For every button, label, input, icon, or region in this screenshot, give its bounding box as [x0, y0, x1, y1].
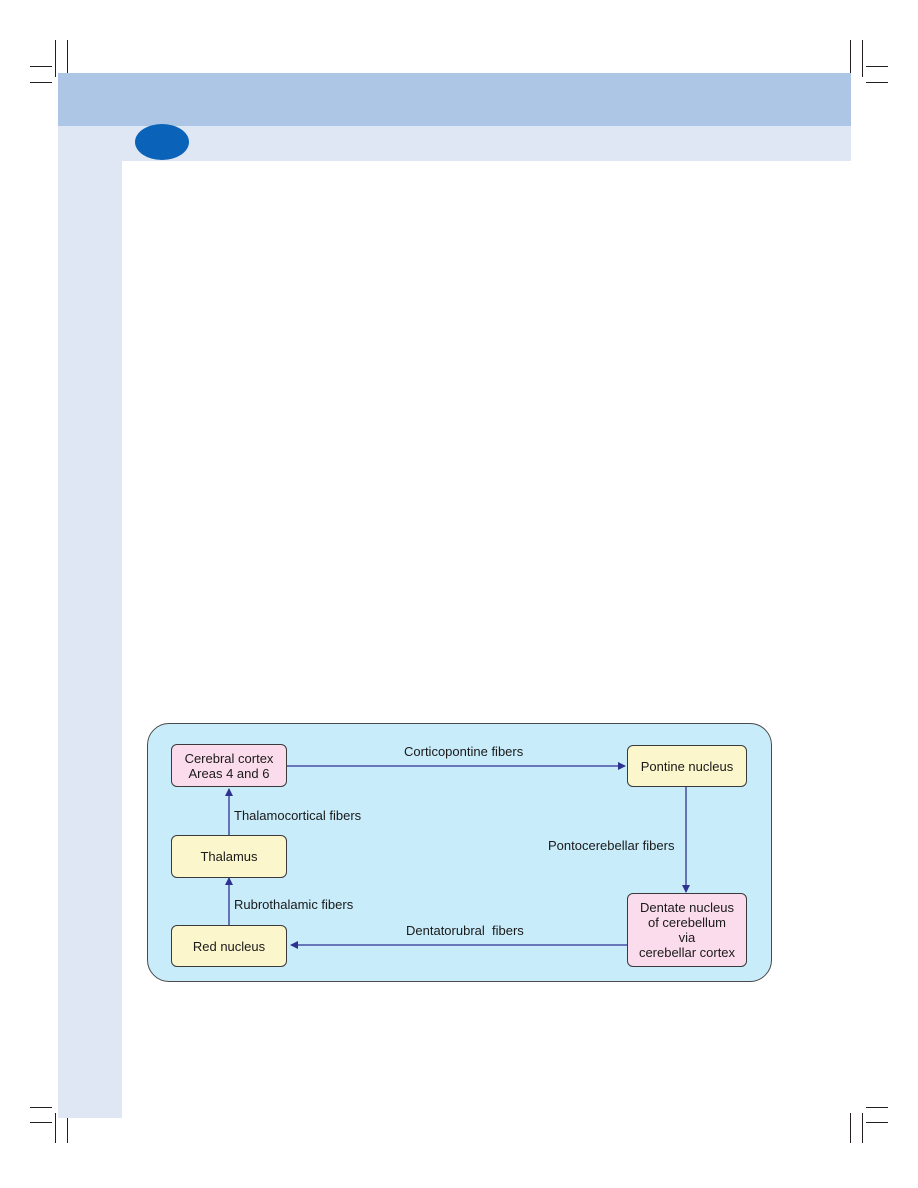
crop-mark	[850, 40, 851, 77]
crop-mark	[55, 1113, 56, 1143]
dentate-nucleus-line3: via	[678, 930, 696, 945]
subheader-band	[58, 126, 851, 161]
corticopontine-label: Corticopontine fibers	[404, 744, 524, 759]
thalamocortical-label: Thalamocortical fibers	[234, 808, 362, 823]
red-nucleus-label: Red nucleus	[192, 938, 266, 954]
left-margin-strip	[58, 161, 122, 1118]
crop-mark	[866, 66, 888, 67]
header-band	[58, 73, 851, 126]
crop-mark	[30, 1107, 52, 1108]
crop-mark	[866, 1122, 888, 1123]
dentate-nucleus-line1: Dentate nucleus	[640, 900, 734, 915]
pontine-nucleus-label: Pontine nucleus	[640, 758, 734, 774]
red-nucleus-node: Red nucleus	[171, 925, 287, 967]
cerebral-cortex-line1: Cerebral cortex	[184, 750, 274, 766]
dentate-nucleus-node: Dentate nucleus of cerebellum via cerebe…	[627, 893, 747, 967]
cerebral-cortex-node: Cerebral cortex Areas 4 and 6	[171, 744, 287, 787]
crop-mark	[55, 40, 56, 77]
crop-mark	[866, 1107, 888, 1108]
dentate-nucleus-line4: cerebellar cortex	[638, 945, 736, 960]
crop-mark	[862, 1113, 863, 1143]
dentate-nucleus-line2: of cerebellum	[647, 915, 727, 930]
crop-mark	[862, 40, 863, 77]
chapter-badge	[135, 124, 189, 160]
crop-mark	[30, 66, 52, 67]
pontine-nucleus-node: Pontine nucleus	[627, 745, 747, 787]
thalamus-label: Thalamus	[200, 849, 258, 864]
crop-mark	[30, 82, 52, 83]
crop-mark	[850, 1113, 851, 1143]
thalamus-node: Thalamus	[171, 835, 287, 878]
crop-mark	[67, 40, 68, 77]
crop-mark	[30, 1122, 52, 1123]
pontocerebellar-label: Pontocerebellar fibers	[548, 838, 675, 853]
dentatorubral-label: Dentatorubral fibers	[406, 923, 524, 938]
crop-mark	[866, 82, 888, 83]
rubrothalamic-label: Rubrothalamic fibers	[234, 897, 354, 912]
crop-mark	[67, 1113, 68, 1143]
cerebral-cortex-line2: Areas 4 and 6	[188, 765, 270, 781]
